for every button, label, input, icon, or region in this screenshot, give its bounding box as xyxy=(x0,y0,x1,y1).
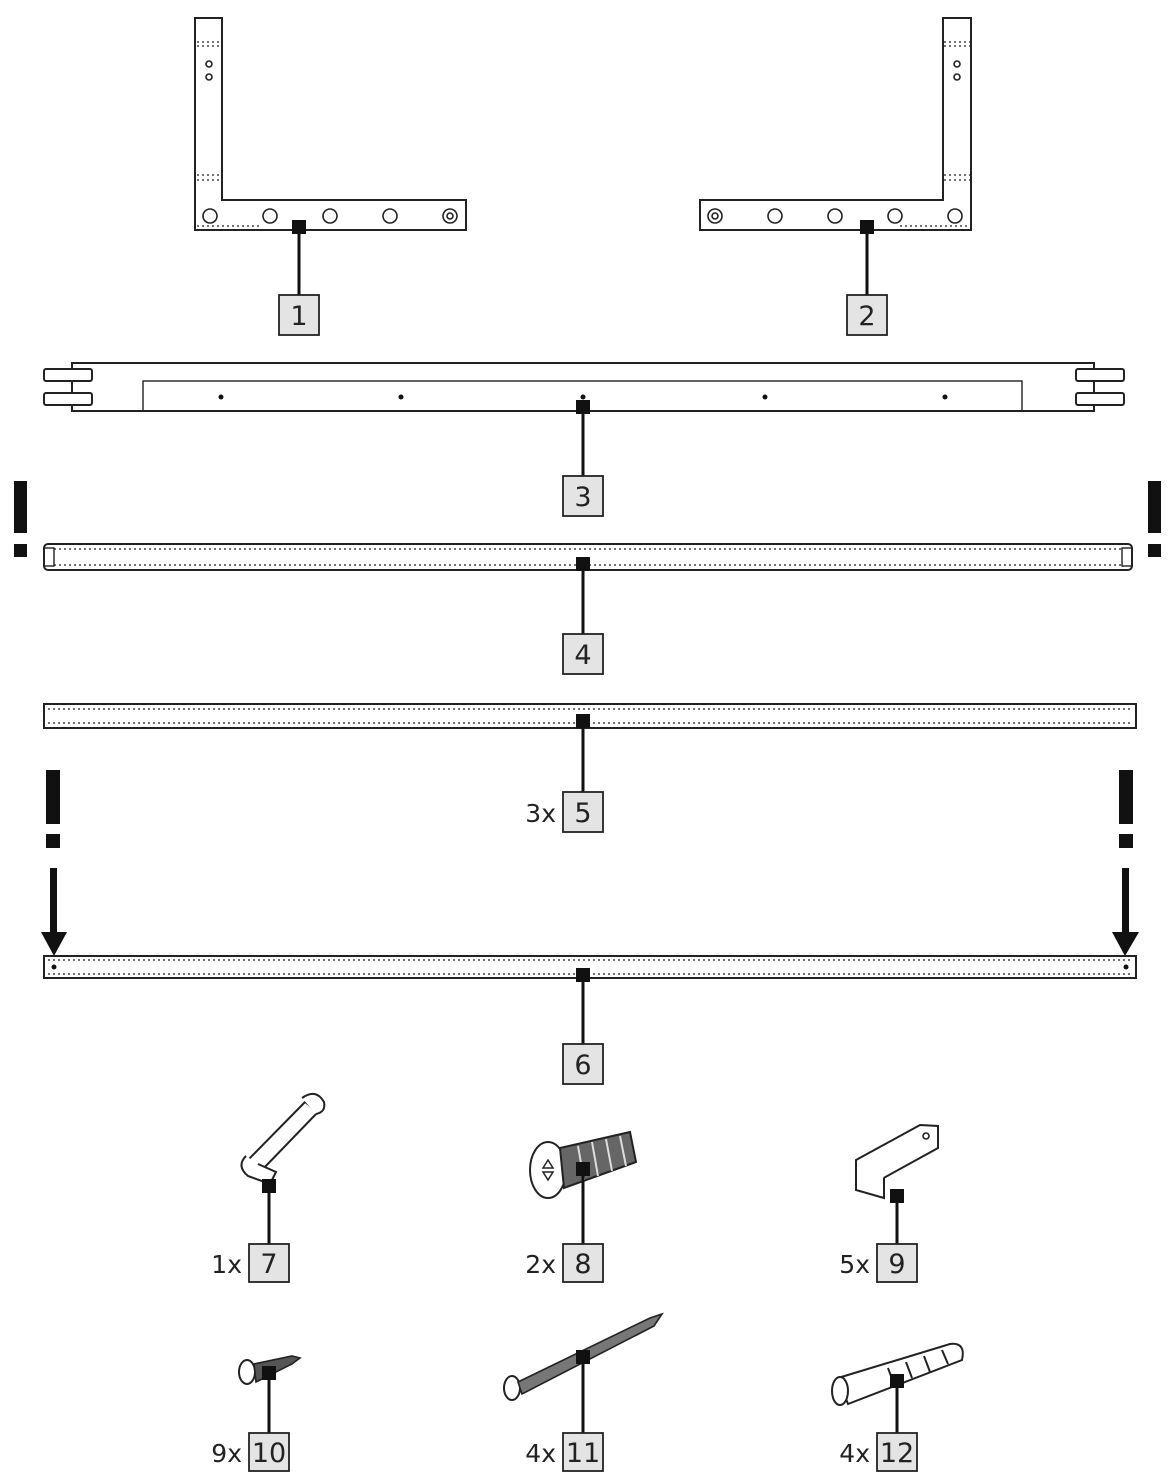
label-part-1: 1 xyxy=(290,301,307,332)
label-part-2: 2 xyxy=(858,301,875,332)
part-2-bracket-right xyxy=(699,17,972,231)
label-part-6: 6 xyxy=(574,1050,591,1081)
label-part-7: 7 xyxy=(260,1249,277,1280)
arrow-down-icon xyxy=(41,868,67,956)
label-part-5: 5 xyxy=(574,798,591,829)
callout-part-2: 2 xyxy=(846,220,888,336)
part-9-angle-bracket xyxy=(855,1123,939,1200)
callout-part-7: 7 1x xyxy=(211,1179,290,1283)
callout-part-12: 12 4x xyxy=(839,1374,918,1472)
label-part-11: 11 xyxy=(566,1438,600,1469)
callout-part-5: 5 3x xyxy=(525,714,604,833)
label-part-8: 8 xyxy=(574,1249,591,1280)
quantity-part-11: 4x xyxy=(525,1439,556,1468)
label-part-3: 3 xyxy=(574,482,591,513)
callout-part-11: 11 4x xyxy=(525,1350,604,1472)
callout-part-9: 9 5x xyxy=(839,1189,918,1283)
part-1-bracket-left xyxy=(194,17,467,231)
callout-part-6: 6 xyxy=(562,968,604,1085)
callout-part-1: 1 xyxy=(278,220,320,336)
warning-right-part-4 xyxy=(1148,481,1161,557)
quantity-part-8: 2x xyxy=(525,1250,556,1279)
callout-part-3: 3 xyxy=(562,400,604,517)
label-part-4: 4 xyxy=(574,640,591,671)
arrow-down-icon xyxy=(1112,868,1139,956)
quantity-part-5: 3x xyxy=(525,799,556,828)
label-part-10: 10 xyxy=(252,1438,286,1469)
callout-part-10: 10 9x xyxy=(211,1366,290,1472)
warning-left-part-6 xyxy=(46,770,60,848)
quantity-part-10: 9x xyxy=(211,1439,242,1468)
warning-right-part-6 xyxy=(1119,770,1133,848)
part-7-allen-key xyxy=(240,1092,326,1186)
callout-part-8: 8 2x xyxy=(525,1162,604,1283)
label-part-9: 9 xyxy=(888,1249,905,1280)
quantity-part-7: 1x xyxy=(211,1250,242,1279)
quantity-part-9: 5x xyxy=(839,1250,870,1279)
warning-left-part-4 xyxy=(14,481,27,557)
quantity-part-12: 4x xyxy=(839,1439,870,1468)
callout-part-4: 4 xyxy=(562,557,604,675)
label-part-12: 12 xyxy=(880,1438,914,1469)
